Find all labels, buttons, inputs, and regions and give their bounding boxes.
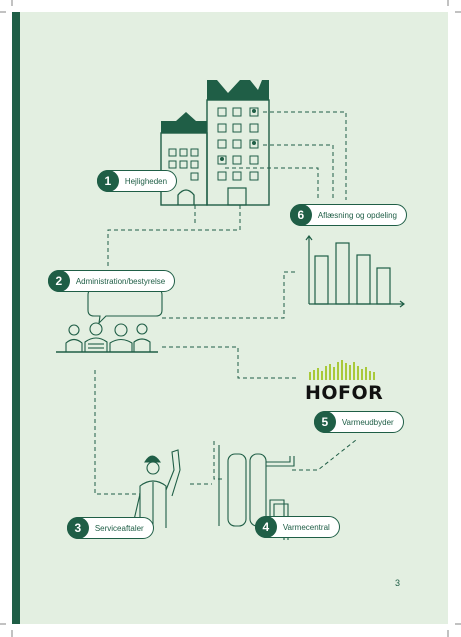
node-5-text: Varmeudbyder: [341, 417, 394, 427]
hofor-logo-bars: [309, 360, 375, 380]
apartment-building-illustration: [160, 80, 270, 206]
hofor-logo-text: HOFOR: [305, 382, 384, 404]
node-6-text: Aflæsning og opdeling: [317, 210, 397, 220]
node-6-label: 6 Aflæsning og opdeling: [289, 204, 407, 226]
service-worker-illustration: [133, 449, 181, 528]
node-1-text: Hejligheden: [124, 176, 168, 186]
hofor-logo: [309, 360, 375, 380]
bar-chart-illustration: [305, 235, 405, 308]
node-1-number: 1: [96, 170, 119, 192]
node-4-text: Varmecentral: [282, 522, 330, 532]
node-5-label: 5 Varmeudbyder: [313, 411, 404, 433]
node-3-text: Serviceaftaler: [94, 523, 144, 533]
people-meeting-illustration: [56, 288, 163, 353]
node-3-number: 3: [66, 517, 89, 539]
node-2-label: 2 Administration/bestyrelse: [47, 270, 176, 292]
node-6-number: 6: [289, 204, 312, 226]
node-5-number: 5: [313, 411, 336, 433]
page-number: 3: [395, 578, 401, 588]
node-4-label: 4 Varmecentral: [254, 516, 340, 538]
node-2-number: 2: [47, 270, 70, 292]
node-4-number: 4: [254, 516, 277, 538]
node-2-text: Administration/bestyrelse: [75, 276, 166, 286]
node-3-label: 3 Serviceaftaler: [66, 517, 154, 539]
left-edge-stripe: [12, 12, 20, 624]
node-1-label: 1 Hejligheden: [96, 170, 178, 192]
